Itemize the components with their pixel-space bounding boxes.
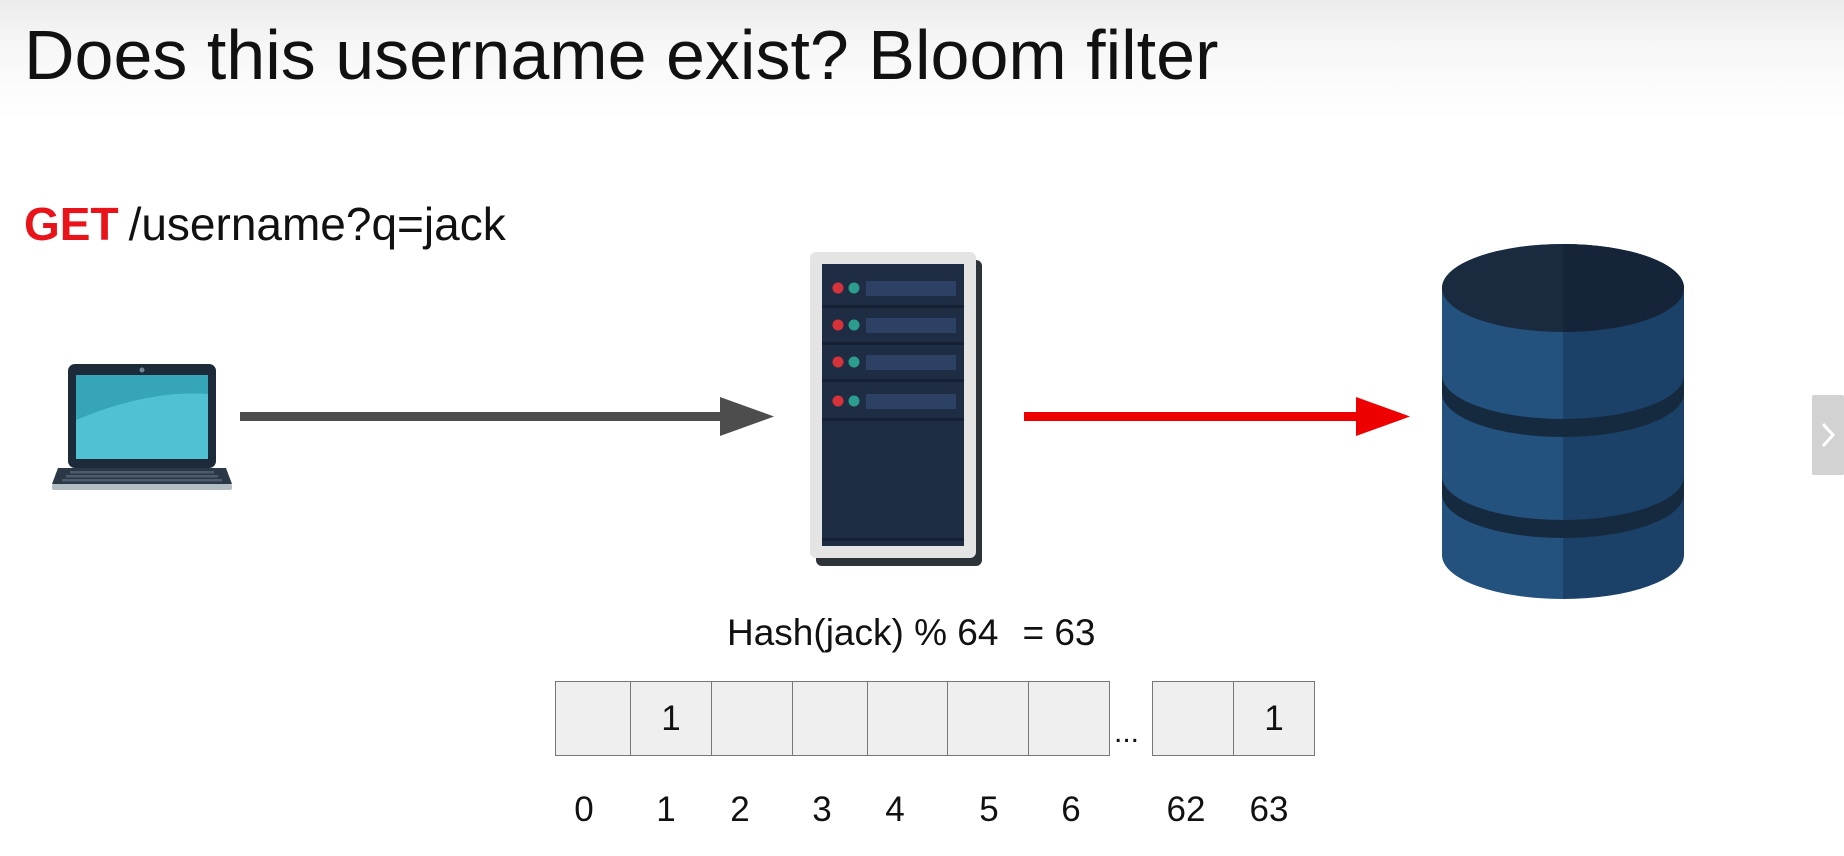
next-slide-button[interactable]: [1812, 395, 1844, 475]
database-icon: [1442, 244, 1684, 599]
http-request: GET/username?q=jack: [24, 196, 506, 252]
bit-array-ellipsis: ...: [1114, 716, 1140, 749]
server-rack-icon: [810, 252, 982, 566]
bit-index: 4: [885, 790, 905, 829]
bit-cell: [711, 681, 793, 756]
laptop-icon: [52, 364, 232, 490]
bit-cell: [1152, 681, 1234, 756]
slide-title: Does this username exist? Bloom filter: [24, 16, 1219, 94]
bit-cell: [1028, 681, 1110, 756]
bit-index: 3: [812, 790, 832, 829]
bit-index: 6: [1061, 790, 1081, 829]
chevron-right-icon: [1821, 422, 1836, 448]
title-bar: [0, 0, 1844, 120]
bit-index: 0: [574, 790, 594, 829]
hash-result: = 63: [1022, 612, 1096, 653]
bit-index: 63: [1249, 790, 1289, 829]
hash-expression: Hash(jack) % 64 = 63: [727, 610, 1095, 656]
query-arrow: [1024, 397, 1410, 436]
bit-cell: 1: [1233, 681, 1315, 756]
bit-index: 5: [979, 790, 999, 829]
bit-index: 62: [1166, 790, 1206, 829]
bit-cell: 1: [630, 681, 712, 756]
bit-cell: [555, 681, 631, 756]
bit-index: 1: [656, 790, 676, 829]
bit-cell: [867, 681, 948, 756]
bit-cell: [947, 681, 1029, 756]
bit-index: 2: [730, 790, 750, 829]
request-arrow: [240, 397, 774, 436]
request-method: GET: [24, 198, 119, 250]
hash-function: Hash(jack) % 64: [727, 612, 999, 653]
bit-cell: [792, 681, 868, 756]
request-path: /username?q=jack: [128, 198, 506, 250]
